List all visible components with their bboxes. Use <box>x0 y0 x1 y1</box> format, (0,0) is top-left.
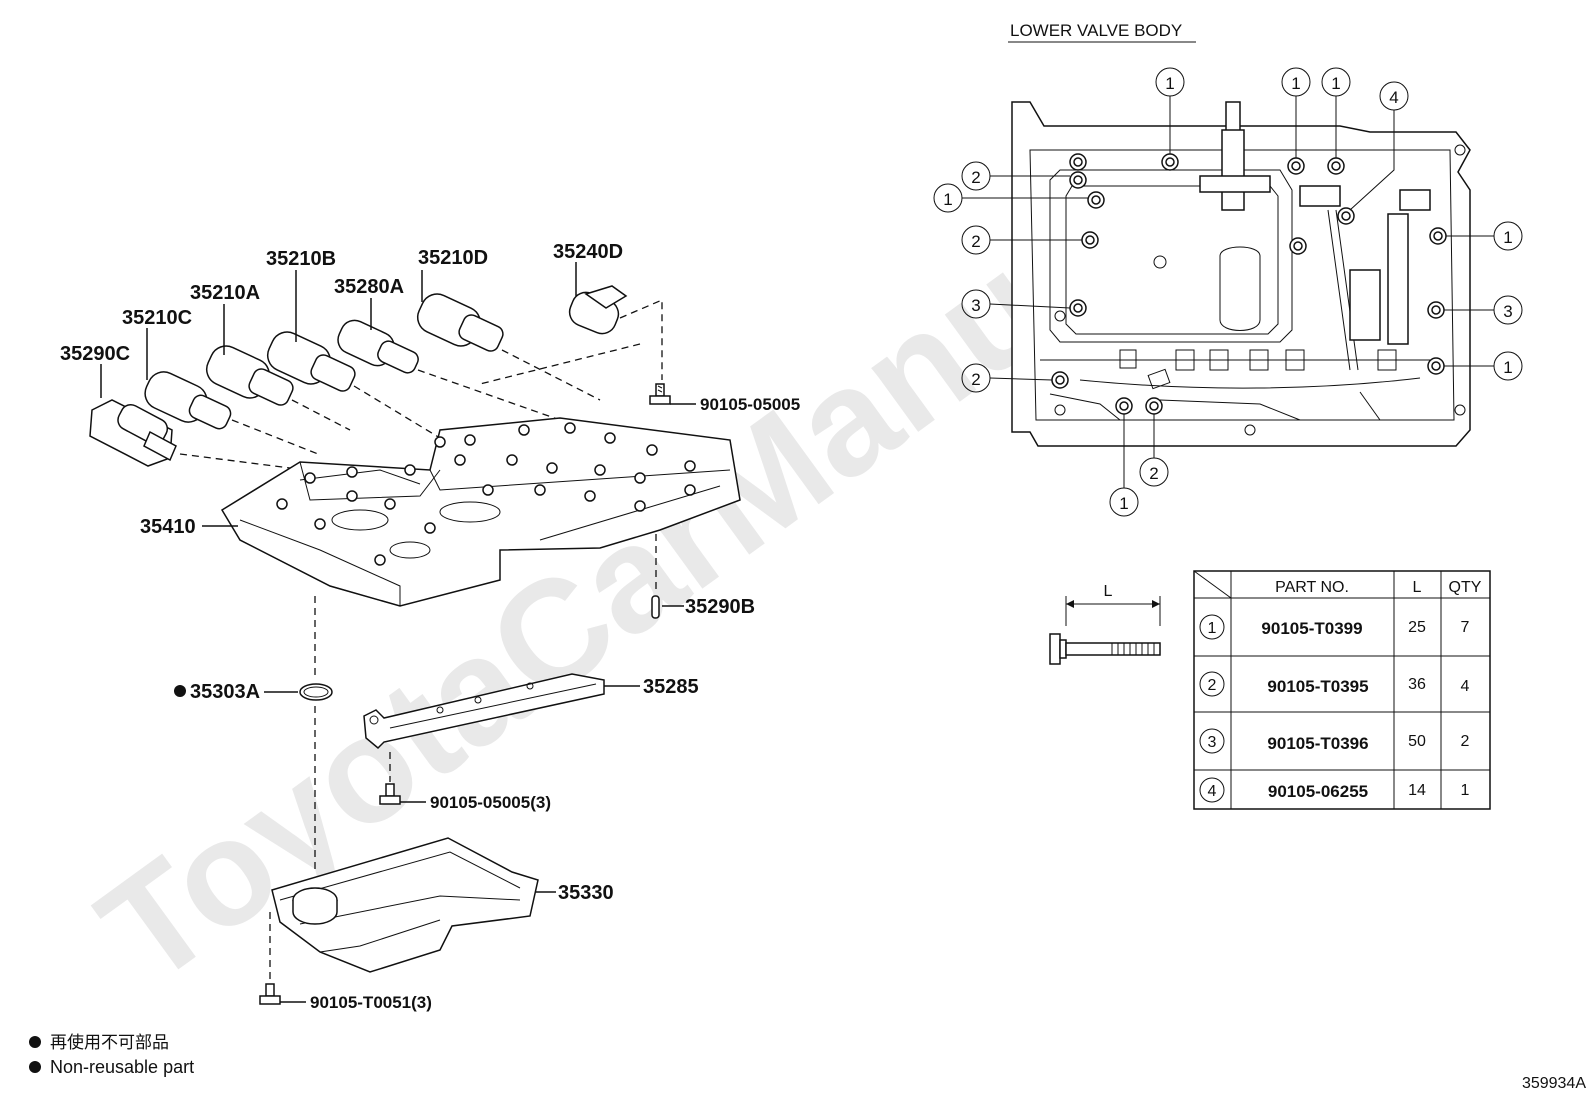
callout-1-right-a: 1 <box>1493 221 1523 251</box>
svg-text:1: 1 <box>1291 74 1300 93</box>
svg-text:1: 1 <box>1331 74 1340 93</box>
bullet-icon <box>29 1036 41 1048</box>
non-reusable-marker-icon <box>174 685 186 697</box>
svg-text:2: 2 <box>1149 464 1158 483</box>
svg-text:90105-T0395: 90105-T0395 <box>1267 677 1368 696</box>
lower-valve-body-drawing <box>1011 101 1471 447</box>
svg-text:1: 1 <box>1165 74 1174 93</box>
callout-1-left: 1 <box>933 183 963 213</box>
solenoid-35240D <box>568 285 628 335</box>
table-row: 2 90105-T0395 36 4 <box>1199 671 1470 697</box>
svg-text:2: 2 <box>1208 677 1217 694</box>
table-row: 1 90105-T0399 25 7 <box>1199 614 1470 640</box>
label-35303A: 35303A <box>190 681 260 703</box>
solenoid-35210A <box>205 345 294 406</box>
solenoid-35210C <box>144 371 232 430</box>
callout-2-bottom: 2 <box>1139 457 1169 487</box>
table-row: 3 90105-T0396 50 2 <box>1199 728 1470 754</box>
table-row: 4 90105-06255 14 1 <box>1199 777 1470 803</box>
svg-text:3: 3 <box>1503 302 1512 321</box>
callout-2-left-c: 2 <box>961 363 991 393</box>
label-90105-05005: 90105-05005 <box>700 395 800 414</box>
lower-valve-body-title: LOWER VALVE BODY <box>1010 21 1182 40</box>
label-35240D: 35240D <box>553 241 623 263</box>
table-header-part-no: PART NO. <box>1275 579 1349 596</box>
bolt-icon <box>379 783 401 805</box>
solenoid-35210D <box>416 293 504 352</box>
label-35210C: 35210C <box>122 307 192 329</box>
bolt-spec-table: PART NO. L QTY <box>1193 570 1491 810</box>
solenoid-35290C <box>89 399 177 467</box>
svg-text:90105-T0399: 90105-T0399 <box>1261 619 1362 638</box>
solenoid-35210B <box>266 331 356 392</box>
bolt-icon <box>649 383 671 405</box>
svg-text:2: 2 <box>971 232 980 251</box>
svg-text:1: 1 <box>1461 782 1470 799</box>
svg-text:2: 2 <box>971 370 980 389</box>
svg-text:1: 1 <box>1208 620 1217 637</box>
legend-non-reusable: Non-reusable part <box>50 1057 194 1077</box>
callout-3-left: 3 <box>961 289 991 319</box>
label-35290B: 35290B <box>685 596 755 618</box>
label-35280A: 35280A <box>334 276 404 298</box>
table-header-qty: QTY <box>1449 579 1482 596</box>
callout-1-bottom: 1 <box>1109 487 1139 517</box>
callout-1-top-c: 1 <box>1321 67 1351 97</box>
bracket-35285 <box>363 673 605 750</box>
callout-3-right: 3 <box>1493 295 1523 325</box>
svg-text:4: 4 <box>1389 88 1398 107</box>
label-90105-05005-3: 90105-05005(3) <box>430 793 551 812</box>
table-header-l: L <box>1413 579 1422 596</box>
svg-text:90105-06255: 90105-06255 <box>1268 782 1368 801</box>
svg-text:4: 4 <box>1461 678 1470 695</box>
svg-text:90105-T0396: 90105-T0396 <box>1267 734 1368 753</box>
label-35290C: 35290C <box>60 343 130 365</box>
label-35285: 35285 <box>643 676 699 698</box>
valve-body-35410 <box>220 417 741 607</box>
callout-1-top-b: 1 <box>1281 67 1311 97</box>
svg-text:2: 2 <box>971 168 980 187</box>
diagram-id: 359934A <box>1522 1075 1586 1092</box>
svg-text:14: 14 <box>1408 782 1426 799</box>
svg-text:1: 1 <box>1119 494 1128 513</box>
bolt-dimension-figure: L <box>1049 583 1161 665</box>
bolt-icon <box>259 983 281 1005</box>
label-90105-T0051-3: 90105-T0051(3) <box>310 993 432 1012</box>
label-35330: 35330 <box>558 882 614 904</box>
callout-4-top: 4 <box>1379 81 1409 111</box>
svg-text:25: 25 <box>1408 619 1426 636</box>
callout-1-right-b: 1 <box>1493 351 1523 381</box>
legend-japanese: 再使用不可部品 <box>50 1032 169 1053</box>
dimension-L-label: L <box>1104 583 1113 600</box>
callout-1-top-a: 1 <box>1155 67 1185 97</box>
svg-text:1: 1 <box>943 190 952 209</box>
svg-text:4: 4 <box>1208 783 1217 800</box>
svg-text:2: 2 <box>1461 733 1470 750</box>
label-35210A: 35210A <box>190 282 260 304</box>
svg-text:3: 3 <box>971 296 980 315</box>
svg-text:1: 1 <box>1503 228 1512 247</box>
callout-2-left-a: 2 <box>961 161 991 191</box>
callout-lines <box>962 96 1494 488</box>
solenoid-35280A <box>337 319 419 374</box>
label-35210B: 35210B <box>266 248 336 270</box>
label-35210D: 35210D <box>418 247 488 269</box>
svg-text:50: 50 <box>1408 733 1426 750</box>
oil-strainer-35330 <box>271 837 539 973</box>
svg-text:36: 36 <box>1408 676 1426 693</box>
svg-text:7: 7 <box>1461 619 1470 636</box>
o-ring-35303A <box>299 683 333 701</box>
pin-35290B <box>651 595 660 619</box>
svg-text:1: 1 <box>1503 358 1512 377</box>
svg-text:3: 3 <box>1208 734 1217 751</box>
label-35410: 35410 <box>140 516 196 538</box>
callout-2-left-b: 2 <box>961 225 991 255</box>
bullet-icon <box>29 1061 41 1073</box>
